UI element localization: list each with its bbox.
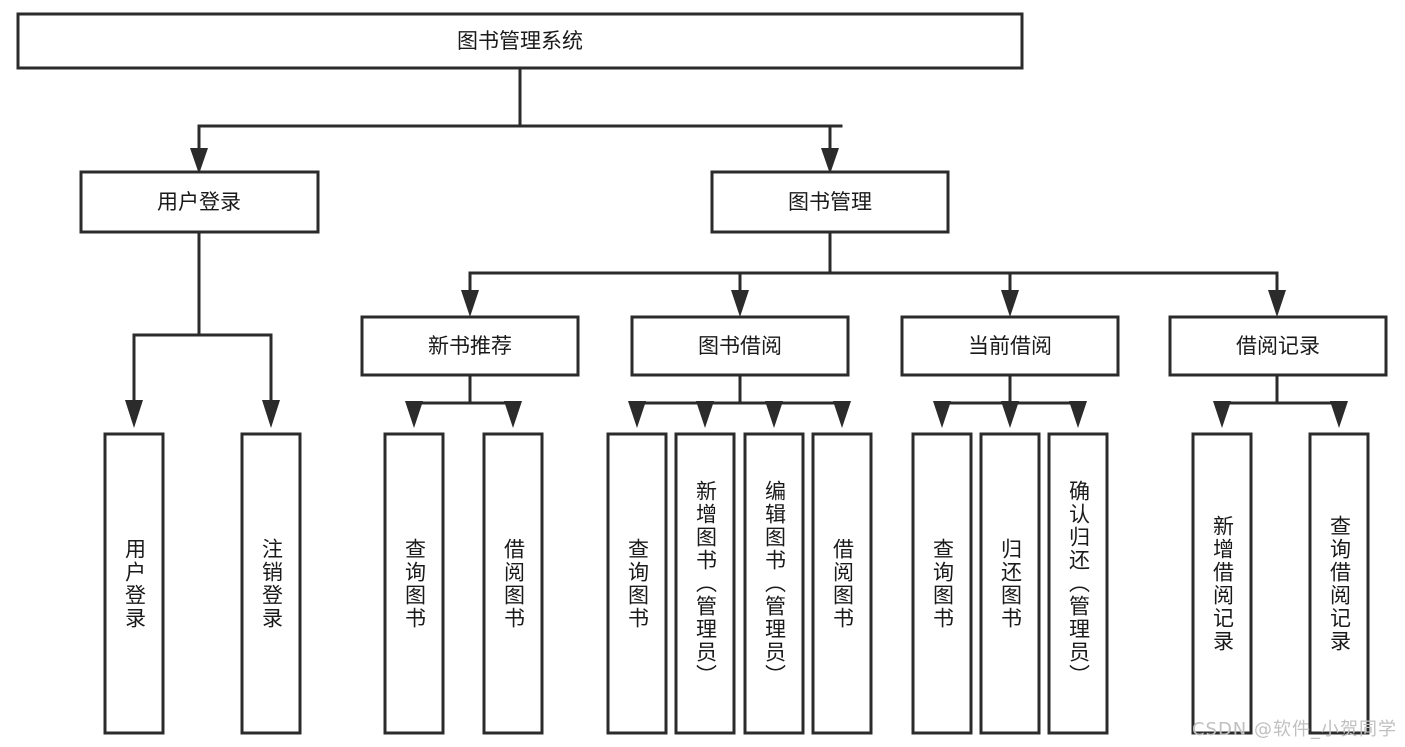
node-new-book-recommend[interactable]: 新书推荐 [360,315,580,377]
leaf-box-currentborrow-query [911,432,973,735]
node-root-label: 图书管理系统 [457,29,583,53]
leaf-box-user-login-login [103,432,165,735]
connector-bookborrow-to-leaves [628,373,851,428]
node-user-login-label: 用户登录 [157,190,241,214]
connector-currentborrow-to-leaves [933,373,1087,428]
node-root[interactable]: 图书管理系统 [16,12,1024,70]
leaf-box-borrowrecord-query [1308,432,1370,735]
leaf-box-borrowrecord-add [1191,432,1253,735]
connector-root-to-level2 [190,66,843,174]
watermark-text: CSDN @软件_小贺同学 [1191,719,1397,740]
node-borrow-record[interactable]: 借阅记录 [1168,315,1388,377]
node-user-login[interactable]: 用户登录 [79,170,320,234]
connector-userlogin-to-leaves [125,230,280,428]
leaf-box-bookborrow-query [606,432,668,735]
connector-bookmgmt-to-level3 [461,230,1286,317]
node-book-borrow[interactable]: 图书借阅 [630,315,850,377]
node-current-borrow-label: 当前借阅 [968,334,1052,358]
node-book-management-label: 图书管理 [788,190,872,214]
leaf-box-user-login-logout [240,432,302,735]
connector-borrowrecord-to-leaves [1213,373,1348,428]
connector-newbook-to-leaves [405,373,522,428]
node-new-book-recommend-label: 新书推荐 [428,334,512,358]
leaf-box-bookborrow-edit [743,432,805,735]
leaf-box-newbook-query [383,432,445,735]
node-current-borrow[interactable]: 当前借阅 [900,315,1120,377]
leaf-box-newbook-borrow [482,432,544,735]
node-book-management[interactable]: 图书管理 [710,170,950,234]
node-book-borrow-label: 图书借阅 [698,334,782,358]
leaf-box-currentborrow-return [979,432,1041,735]
leaf-box-bookborrow-add [674,432,736,735]
leaf-box-currentborrow-confirm [1047,432,1109,735]
node-borrow-record-label: 借阅记录 [1236,334,1320,358]
leaf-box-bookborrow-borrow [811,432,873,735]
